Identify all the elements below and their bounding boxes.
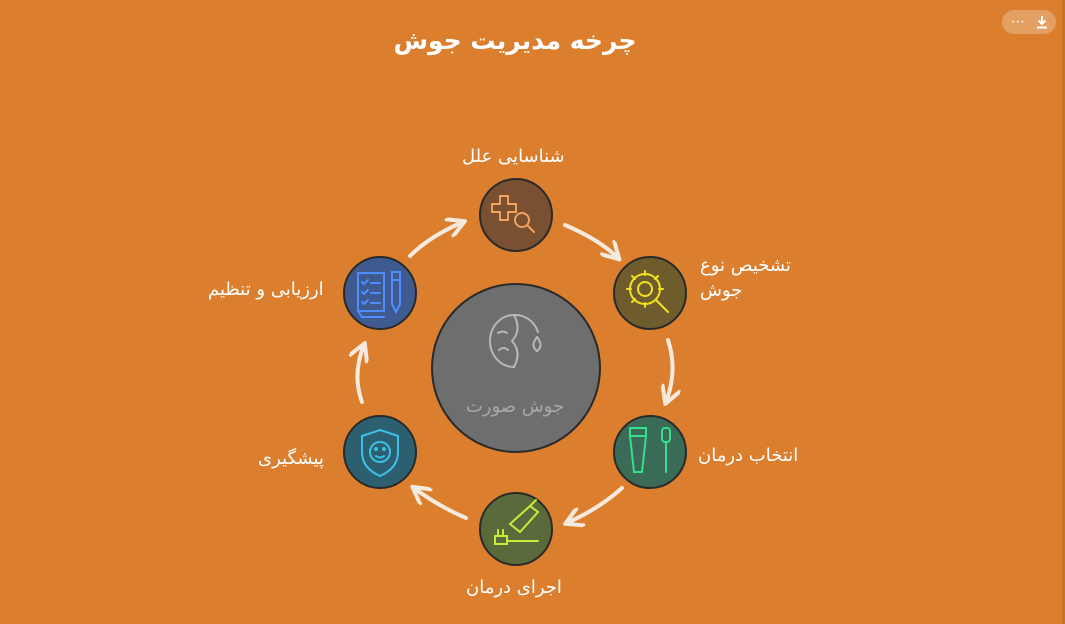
arrow-3-to-4 [567,486,624,523]
step-label-2-line1: تشخیص نوع [700,255,791,276]
download-icon[interactable] [1030,10,1054,34]
step-label-4: اجرای درمان [466,577,562,598]
center-circle [431,283,601,453]
checklist-pen-icon [357,271,401,318]
step-label-3: انتخاب درمان [698,445,799,466]
face-shield-icon [361,428,399,478]
medical-search-icon [491,195,535,233]
face-drop-icon [489,313,542,368]
step-circle-5 [343,415,417,489]
toothpaste-brush-icon [629,427,671,473]
step-circle-3 [613,415,687,489]
toolbar: ⋯ [1002,10,1056,34]
step-label-1: شناسایی علل [462,146,565,167]
more-icon[interactable]: ⋯ [1011,14,1025,30]
step-label-6: ارزیابی و تنظیم [208,279,324,300]
arrow-4-to-5 [414,488,468,520]
arrow-6-to-1 [408,222,463,258]
paste-on-brush-icon [494,499,540,545]
step-label-2-line2: جوش [700,280,743,301]
arrow-1-to-2 [563,223,618,258]
center-label: جوش صورت [465,396,565,417]
arrow-5-to-6 [357,345,364,404]
diagram-title: چرخه مدیریت جوش [393,26,637,55]
virus-magnify-icon [626,270,669,313]
right-edge-border [1062,0,1065,624]
step-label-5: پیشگیری [258,448,324,469]
arrow-2-to-3 [666,338,673,402]
